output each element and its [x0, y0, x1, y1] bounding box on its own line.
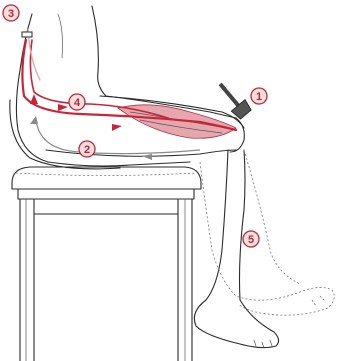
label-4: 4: [69, 94, 85, 110]
label-1: 1: [251, 88, 267, 104]
stool: [12, 167, 201, 361]
label-3-text: 3: [8, 8, 14, 20]
seated-body: [10, 6, 245, 169]
label-5: 5: [243, 231, 259, 247]
label-2: 2: [79, 141, 95, 157]
lower-legs: [194, 150, 334, 348]
label-4-text: 4: [74, 97, 81, 109]
label-3: 3: [3, 5, 19, 21]
spinal-cord-marker: [22, 32, 32, 37]
label-5-text: 5: [248, 234, 254, 246]
label-2-text: 2: [84, 144, 90, 156]
label-1-text: 1: [256, 91, 262, 103]
